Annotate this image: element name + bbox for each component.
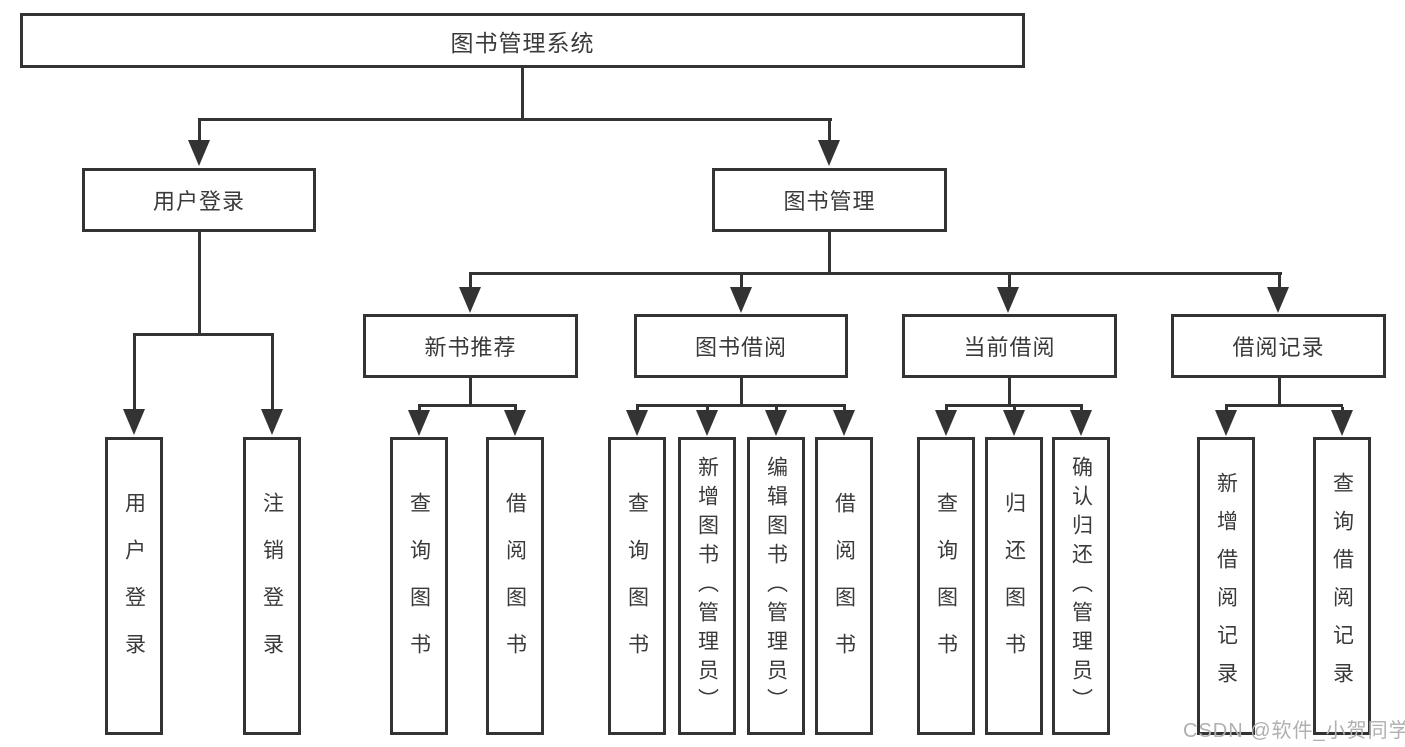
leaf-user-login: 用户登录	[105, 437, 163, 735]
connector-line	[469, 378, 472, 404]
node-borrowing-records: 借阅记录	[1171, 314, 1386, 378]
leaf-query-books-current: 查询图书	[917, 437, 975, 735]
connector-line	[1008, 275, 1011, 288]
leaf-return-books-label: 归还图书	[1002, 492, 1026, 680]
leaf-logout-login: 注销登录	[243, 437, 301, 735]
leaf-confirm-return-admin-label: 确认归还（管理员）	[1069, 455, 1093, 717]
node-new-book-recommend: 新书推荐	[363, 314, 578, 378]
connector-line	[636, 404, 846, 407]
leaf-confirm-return-admin: 确认归还（管理员）	[1052, 437, 1110, 735]
leaf-query-borrow-record: 查询借阅记录	[1313, 437, 1371, 735]
node-borrowing-records-label: 借阅记录	[1232, 335, 1325, 360]
connector-line	[1341, 407, 1344, 411]
connector-line	[828, 121, 831, 142]
arrow-down-icon	[123, 409, 145, 435]
connector-line	[775, 407, 778, 411]
leaf-borrow-books-borrowing: 借阅图书	[815, 437, 873, 735]
node-library-system-label: 图书管理系统	[450, 29, 595, 56]
arrow-down-icon	[935, 410, 957, 436]
connector-line	[514, 407, 517, 411]
node-book-management: 图书管理	[712, 168, 947, 232]
connector-line	[469, 272, 1282, 275]
connector-line	[198, 121, 201, 142]
node-user-login-label: 用户登录	[152, 189, 245, 214]
leaf-query-books-borrowing: 查询图书	[608, 437, 666, 735]
leaf-add-borrow-record-label: 新增借阅记录	[1214, 472, 1238, 700]
connector-line	[469, 275, 472, 288]
connector-line	[198, 232, 201, 336]
leaf-add-borrow-record: 新增借阅记录	[1197, 437, 1255, 735]
arrow-down-icon	[696, 410, 718, 436]
leaf-user-login-label: 用户登录	[122, 492, 146, 680]
connector-line	[1278, 275, 1281, 288]
leaf-edit-books-admin-label: 编辑图书（管理员）	[764, 455, 788, 717]
leaf-query-books-recommend: 查询图书	[390, 437, 448, 735]
connector-line	[1225, 404, 1343, 407]
node-new-book-recommend-label: 新书推荐	[424, 335, 517, 360]
arrow-down-icon	[765, 410, 787, 436]
node-book-borrowing: 图书借阅	[634, 314, 848, 378]
leaf-return-books: 归还图书	[985, 437, 1043, 735]
leaf-logout-login-label: 注销登录	[260, 492, 284, 680]
leaf-query-borrow-record-label: 查询借阅记录	[1330, 472, 1354, 700]
arrow-down-icon	[504, 410, 526, 436]
connector-line	[843, 407, 846, 411]
connector-line	[271, 336, 274, 409]
leaf-query-books-borrowing-label: 查询图书	[625, 492, 649, 680]
connector-line	[133, 336, 136, 409]
connector-line	[706, 407, 709, 411]
arrow-down-icon	[459, 287, 481, 313]
arrow-down-icon	[626, 410, 648, 436]
arrow-down-icon	[261, 409, 283, 435]
connector-line	[1278, 378, 1281, 404]
leaf-edit-books-admin: 编辑图书（管理员）	[747, 437, 805, 735]
leaf-query-books-current-label: 查询图书	[934, 492, 958, 680]
node-book-borrowing-label: 图书借阅	[694, 335, 787, 360]
leaf-query-books-recommend-label: 查询图书	[407, 492, 431, 680]
arrow-down-icon	[1331, 410, 1353, 436]
connector-line	[945, 404, 1083, 407]
arrow-down-icon	[818, 140, 840, 166]
connector-line	[945, 407, 948, 411]
arrow-down-icon	[1070, 410, 1092, 436]
arrow-down-icon	[730, 287, 752, 313]
leaf-borrow-books-recommend-label: 借阅图书	[503, 492, 527, 680]
connector-line	[636, 407, 639, 411]
leaf-borrow-books-borrowing-label: 借阅图书	[832, 492, 856, 680]
leaf-add-books-admin-label: 新增图书（管理员）	[695, 455, 719, 717]
arrow-down-icon	[997, 287, 1019, 313]
connector-line	[133, 333, 274, 336]
connector-line	[198, 118, 832, 121]
node-current-borrowing: 当前借阅	[902, 314, 1117, 378]
connector-line	[740, 378, 743, 404]
connector-line	[1080, 407, 1083, 411]
connector-line	[418, 407, 421, 411]
connector-line	[418, 404, 517, 407]
connector-line	[1008, 378, 1011, 404]
node-library-system: 图书管理系统	[20, 13, 1025, 68]
connector-line	[521, 68, 524, 121]
watermark: CSDN @软件_小贺同学	[1183, 720, 1405, 742]
connector-line	[1013, 407, 1016, 411]
node-user-login: 用户登录	[82, 168, 316, 232]
node-current-borrowing-label: 当前借阅	[963, 335, 1056, 360]
connector-line	[740, 275, 743, 288]
node-book-management-label: 图书管理	[783, 189, 876, 214]
connector-line	[828, 232, 831, 275]
arrow-down-icon	[1215, 410, 1237, 436]
arrow-down-icon	[188, 140, 210, 166]
leaf-add-books-admin: 新增图书（管理员）	[678, 437, 736, 735]
connector-line	[1225, 407, 1228, 411]
arrow-down-icon	[408, 410, 430, 436]
arrow-down-icon	[1267, 287, 1289, 313]
arrow-down-icon	[1003, 410, 1025, 436]
arrow-down-icon	[833, 410, 855, 436]
leaf-borrow-books-recommend: 借阅图书	[486, 437, 544, 735]
